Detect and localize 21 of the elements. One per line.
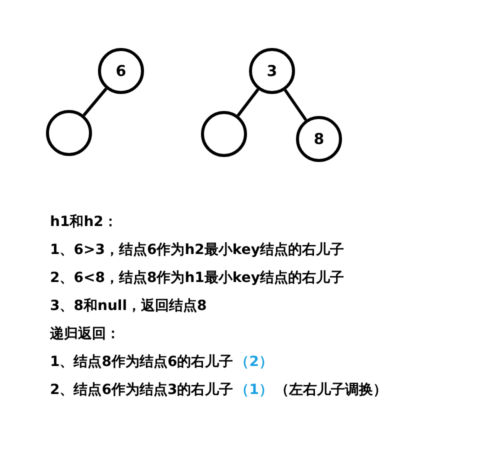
tree-node-circle: [98, 48, 144, 94]
step-text: 3、8和null，返回结点8: [50, 297, 207, 315]
step-text: （左右儿子调换）: [274, 381, 387, 399]
tree-node-circle: [249, 48, 295, 94]
node-value: 3: [266, 62, 278, 80]
step-text: 1、6>3，结点6作为h2最小key结点的右儿子: [50, 241, 344, 259]
node-value: 6: [116, 62, 126, 80]
step-text: 1、结点8作为结点6的右儿子: [50, 353, 234, 371]
step-text: 2、6<8，结点8作为h1最小key结点的右儿子: [50, 269, 344, 287]
section-heading: h1和h2：: [50, 213, 118, 231]
step-text: 2、结点6作为结点3的右儿子: [50, 381, 234, 399]
step-number: （2）: [235, 353, 273, 371]
tree-edge: [236, 88, 260, 117]
tree-node-circle: [296, 116, 342, 162]
tree-edge: [284, 89, 308, 121]
tree-edge: [82, 88, 108, 116]
empty-tree-node-circle: [46, 110, 92, 156]
step-number: （1）: [235, 381, 273, 399]
empty-tree-node-circle: [201, 111, 247, 157]
node-value: 8: [314, 130, 324, 148]
section-heading: 递归返回：: [50, 325, 120, 343]
